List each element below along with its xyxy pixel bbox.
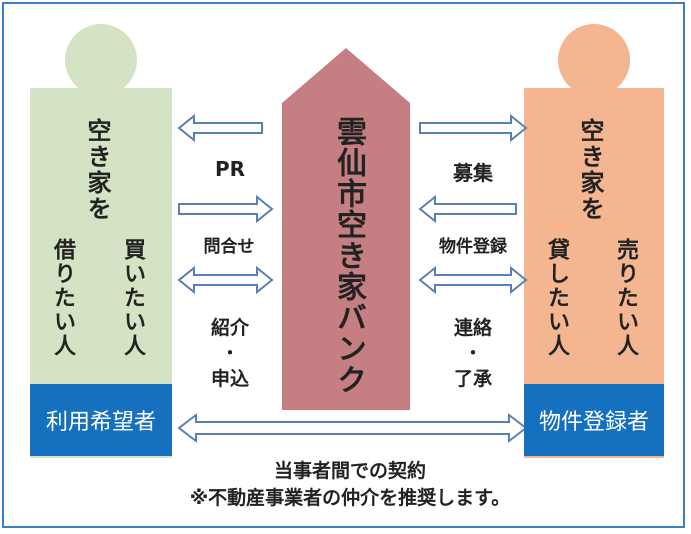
label-pr: PR — [214, 157, 246, 181]
arrow-inquiry — [178, 194, 274, 224]
label-inquiry: 問合せ — [203, 237, 255, 257]
akiya-bank-label: 雲仙市空き家バンク — [331, 116, 366, 395]
arrow-intro — [177, 265, 274, 295]
left-text-line1: 空き家を — [83, 118, 111, 222]
arrow-register — [418, 194, 517, 224]
left-text-line3: 借りたい人 — [50, 238, 75, 358]
arrow-contact — [418, 265, 528, 295]
arrow-pr — [177, 113, 263, 143]
left-text-line2: 買いたい人 — [120, 238, 145, 358]
label-register: 物件登録 — [439, 237, 507, 257]
label-recruit: 募集 — [453, 161, 493, 185]
broker-note: ※不動産事業者の仲介を推奨します。 — [189, 487, 511, 509]
label-intro: 紹介 — [210, 317, 249, 339]
label-intro-dot: ・ — [221, 344, 239, 364]
right-text-line1: 空き家を — [576, 118, 604, 222]
arrow-recruit — [419, 113, 528, 143]
right-role-box: 物件登録者 — [524, 384, 664, 456]
contract-label: 当事者間での契約 — [273, 460, 426, 482]
label-contact-dot: ・ — [464, 344, 482, 364]
label-apply: 申込 — [210, 368, 249, 390]
left-role-box: 利用希望者 — [30, 384, 172, 456]
arrow-contract — [177, 412, 528, 444]
akiya-bank-house — [282, 48, 410, 410]
label-accept: 了承 — [453, 368, 492, 390]
right-text-line3: 貸したい人 — [544, 238, 569, 358]
right-text-line2: 売りたい人 — [613, 238, 638, 358]
label-contact: 連絡 — [453, 317, 492, 339]
